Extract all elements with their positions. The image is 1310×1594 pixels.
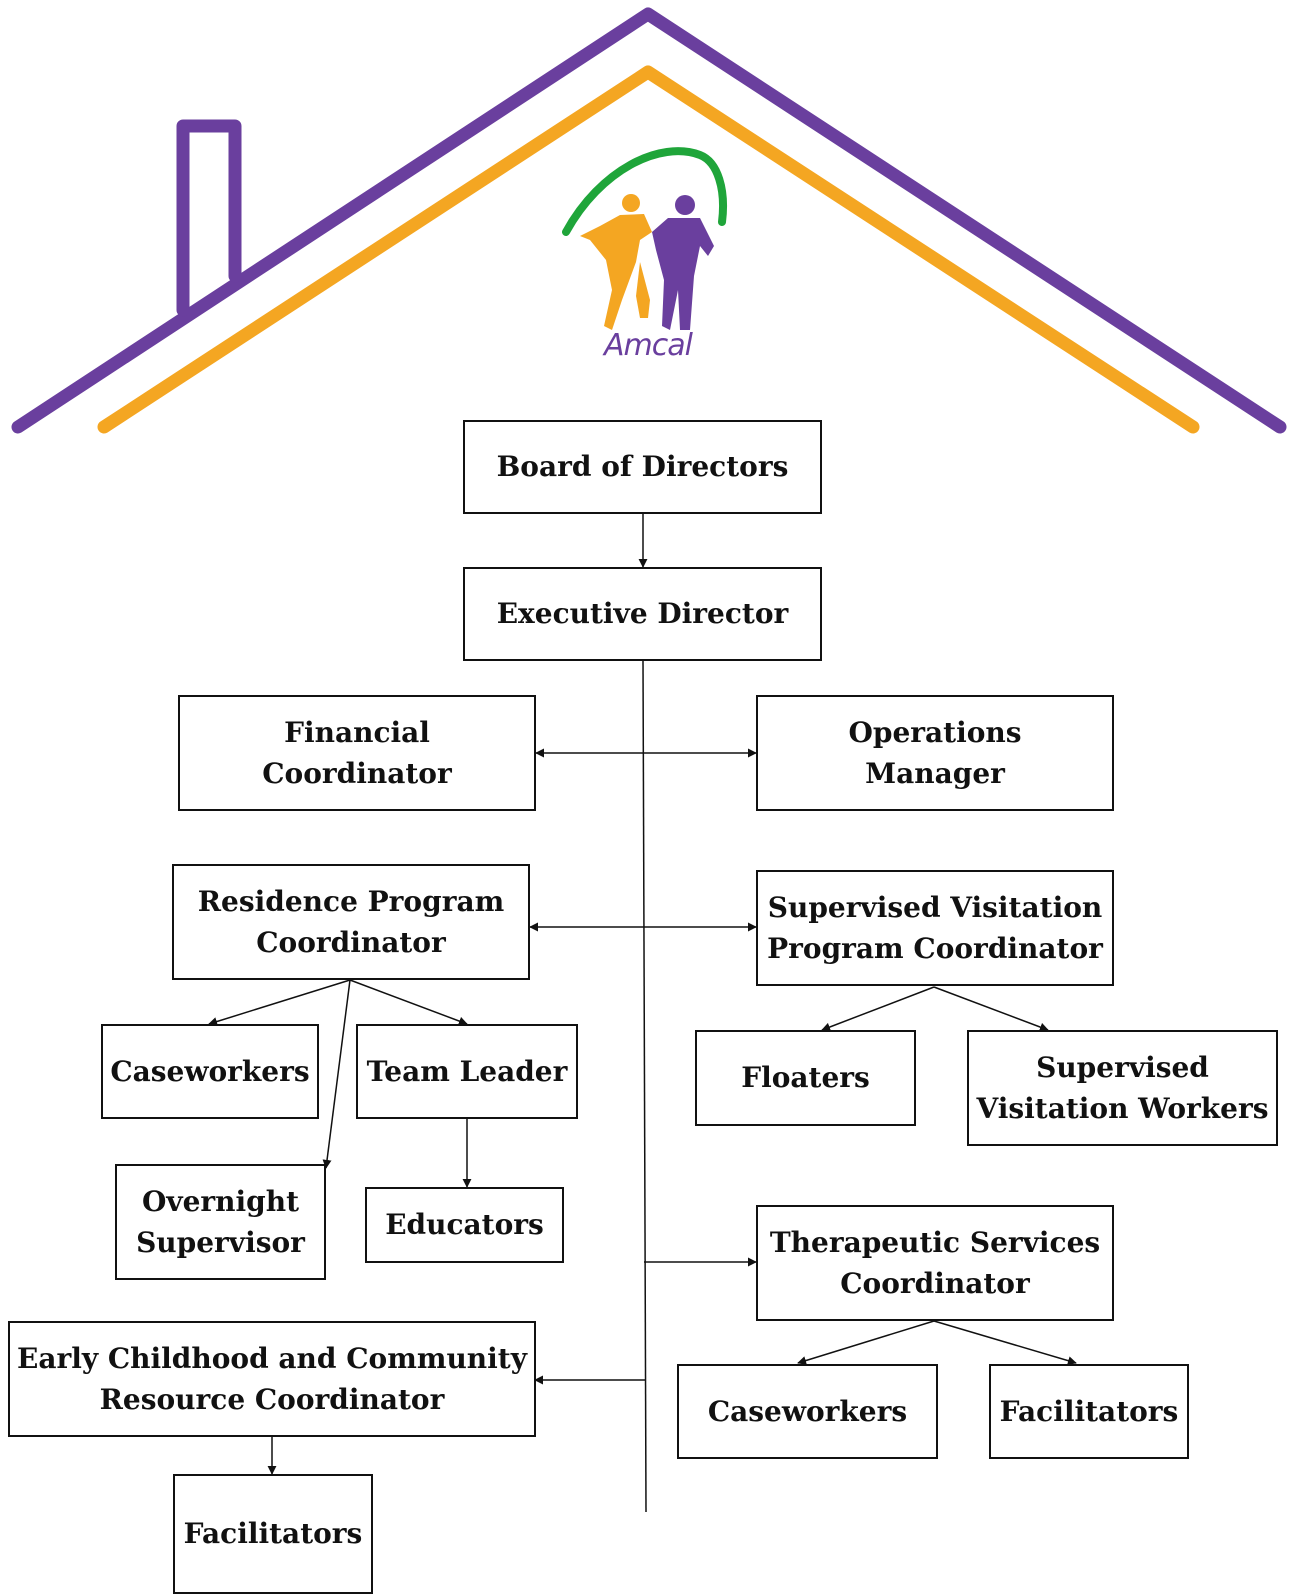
node-label-line: Program Coordinator — [767, 932, 1103, 965]
node-team-leader: Team Leader — [356, 1024, 578, 1119]
node-label-line: Caseworkers — [707, 1394, 908, 1428]
node-label-line: Financial — [284, 715, 430, 749]
node-label-line: Early Childhood and Community — [16, 1341, 527, 1375]
node-label-line: Caseworkers — [110, 1054, 310, 1088]
node-label-line: Facilitators — [999, 1394, 1179, 1428]
roof-outer-line — [11, 7, 1287, 434]
node-label-line: Therapeutic Services — [769, 1225, 1101, 1259]
logo-wordmark: Amcal — [604, 328, 693, 363]
node-label-line: Residence Program — [197, 884, 505, 918]
chimney — [176, 119, 242, 317]
node-label-line: Team Leader — [366, 1054, 568, 1088]
node-board-of-directors: Board of Directors — [463, 420, 822, 514]
node-label-line: Visitation Workers — [976, 1092, 1269, 1125]
node-label-line: Supervised Visitation — [767, 890, 1103, 924]
node-label-line: Executive Director — [496, 597, 789, 631]
node-label-line: Floaters — [741, 1061, 870, 1095]
node-educators: Educators — [365, 1187, 564, 1263]
node-floaters: Floaters — [695, 1030, 916, 1126]
node-executive-director: Executive Director — [463, 567, 822, 661]
node-label-line: Coordinator — [256, 926, 446, 959]
node-label-line: Facilitators — [183, 1517, 363, 1551]
node-label-line: Educators — [385, 1208, 544, 1242]
roof-inner-line — [97, 65, 1200, 434]
node-label-line: Operations — [848, 715, 1022, 749]
node-label-line: Board of Directors — [496, 450, 789, 484]
node-facilitators-therapeutic: Facilitators — [989, 1364, 1189, 1459]
node-label-line: Supervisor — [136, 1226, 305, 1259]
node-label-line: Resource Coordinator — [99, 1383, 445, 1416]
node-caseworkers-therapeutic: Caseworkers — [677, 1364, 938, 1459]
node-caseworkers-residence: Caseworkers — [101, 1024, 319, 1119]
node-label-line: Coordinator — [262, 757, 452, 790]
node-label-line: Overnight — [141, 1184, 300, 1218]
node-label-line: Manager — [865, 757, 1005, 790]
node-label-line: Coordinator — [840, 1267, 1030, 1300]
amcal-logo-icon — [562, 147, 727, 330]
node-facilitators-early-childhood: Facilitators — [173, 1474, 373, 1594]
node-label-line: Supervised — [1036, 1050, 1209, 1084]
